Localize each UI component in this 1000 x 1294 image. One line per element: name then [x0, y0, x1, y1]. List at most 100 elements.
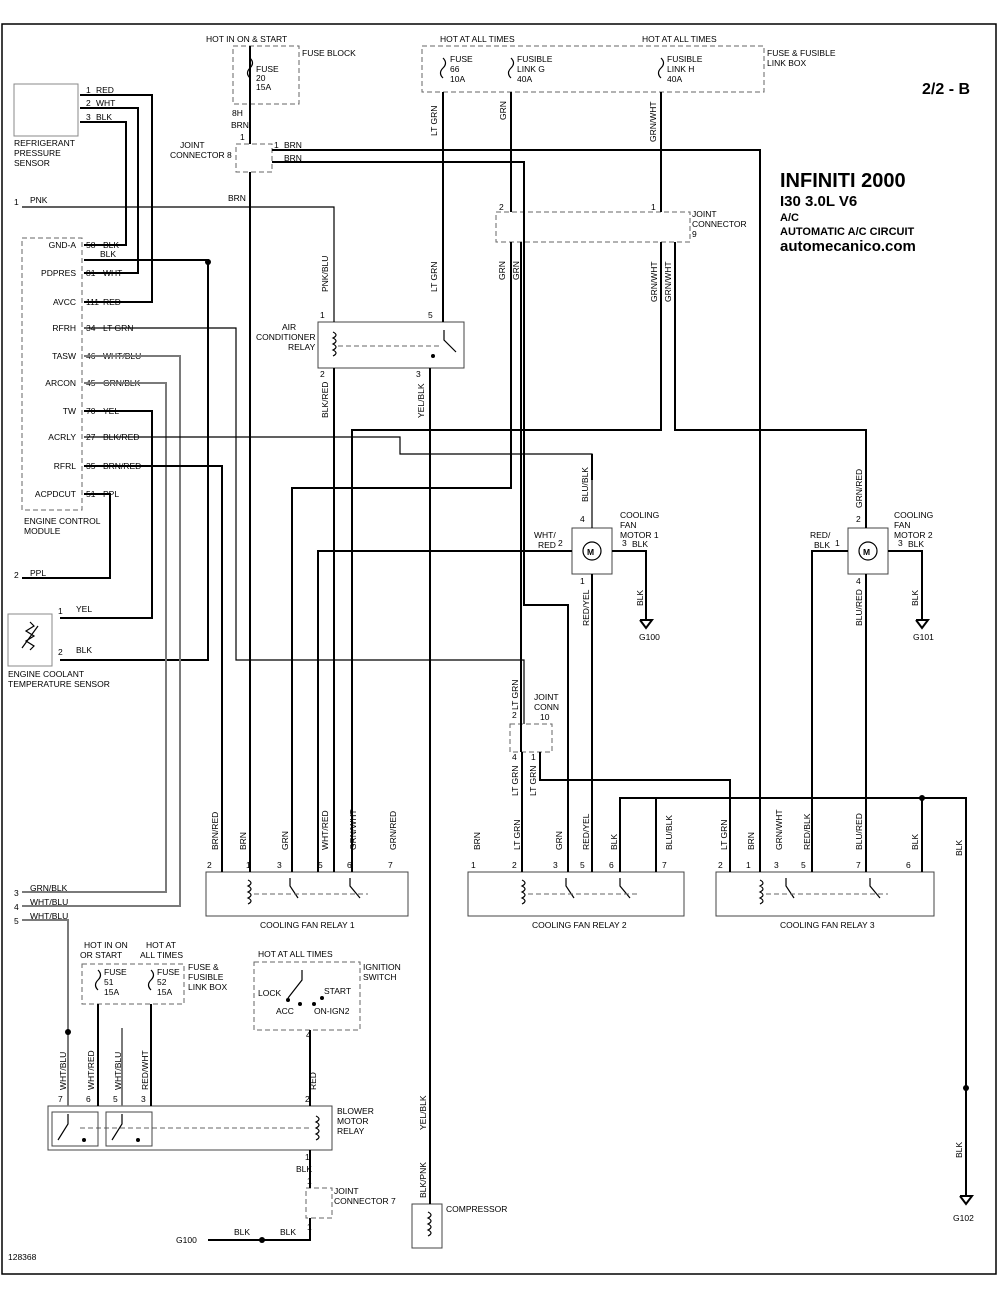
ecm-pin-name: RFRL [54, 461, 76, 471]
g100b-blk-2: BLK [280, 1227, 296, 1237]
diagram-frame [1, 23, 997, 1275]
fuse-51-amps: 15A [104, 987, 119, 997]
blkred-relay: BLK/RED [320, 382, 330, 418]
j10-pin-4: 4 [512, 752, 517, 762]
fuse-block [232, 45, 300, 105]
r2-pin-1: 1 [471, 860, 476, 870]
grnred-m2: GRN/RED [854, 469, 864, 508]
m1-pin-3: 3 [622, 538, 627, 548]
m1-blk: BLK [632, 539, 648, 549]
fan-motor-2-m: M [863, 547, 870, 557]
ground-g101-label: G101 [913, 632, 934, 642]
r2-pin-3: 3 [553, 860, 558, 870]
title-site: automecanico.com [780, 238, 916, 255]
ll-pin-5: 5 [14, 916, 19, 926]
r2-pin-5: 5 [580, 860, 585, 870]
ecm-pin-name: TASW [52, 351, 76, 361]
relay-pin-numbers: 2 1 3 5 6 7 1 2 3 5 6 7 2 1 3 5 7 6 [207, 860, 911, 870]
acr-label-2: CONDITIONER [256, 332, 316, 342]
r3-pin-5: 5 [801, 860, 806, 870]
pnkblu-label: PNK/BLU [320, 256, 330, 292]
blk-g100: BLK [635, 590, 645, 606]
ecm-pin-name: ARCON [45, 378, 76, 388]
ign-switch-arm-icon [287, 970, 303, 999]
joint-connector-8 [235, 143, 273, 173]
ltgrn-j10-b: LT GRN [510, 766, 520, 796]
rps-pin-3: 3 [86, 112, 91, 122]
fan-motor-1-m: M [587, 547, 594, 557]
r3-pin-6: 6 [906, 860, 911, 870]
cfr1-coil-icon [246, 879, 252, 905]
ffl-box-label-2: LINK BOX [767, 58, 807, 68]
fan-motor-1-icon [582, 541, 602, 561]
blk-g102-bot: BLK [954, 1142, 964, 1158]
r3-blured: BLU/RED [854, 813, 864, 850]
ecm-pin-name: ACPDCUT [35, 489, 76, 499]
ign-label-2: SWITCH [363, 972, 397, 982]
ign-lock: LOCK [258, 988, 281, 998]
cfr2-switch-b-icon [619, 878, 631, 899]
ign-on: ON-IGN2 [314, 1006, 350, 1016]
m1-label-1: COOLING [620, 510, 659, 520]
bmr-switch-a [51, 1111, 99, 1147]
bmr-pin-3: 3 [141, 1094, 146, 1104]
ect-label-2: TEMPERATURE SENSOR [8, 679, 110, 689]
j8-pin1b: 1 [274, 140, 279, 150]
m2-label-1: COOLING [894, 510, 933, 520]
ect-pin-1: 1 [58, 606, 63, 616]
lower-hot-on-1: HOT IN ON [84, 940, 128, 950]
ecm-pin-name: RFRH [52, 323, 76, 333]
cooling-fan-relay-2 [467, 871, 685, 917]
j9-pin-1: 1 [651, 202, 656, 212]
rps-label-3: SENSOR [14, 158, 50, 168]
ll-pin-3: 3 [14, 888, 19, 898]
m1-whtred-2: RED [538, 540, 556, 550]
joint-connector-10 [509, 723, 553, 753]
ltgrn-j10: LT GRN [510, 680, 520, 710]
lower-hot-on-2: OR START [80, 950, 122, 960]
r3-pin-2: 2 [718, 860, 723, 870]
r2-pin-7: 7 [662, 860, 667, 870]
ign-contact-acc [298, 1002, 302, 1006]
cfr1-switch-a-icon [289, 878, 299, 899]
lower-hot-at-1: HOT AT [146, 940, 176, 950]
ltgrn-j10-c: LT GRN [528, 766, 538, 796]
bmr-label-2: MOTOR [337, 1116, 368, 1126]
fuse-block-label: FUSE BLOCK [302, 48, 356, 58]
lower-box-label-2: FUSIBLE [188, 972, 224, 982]
j9-label-2: CONNECTOR [692, 219, 747, 229]
acr-coil-icon [331, 331, 337, 357]
r2-redyel: RED/YEL [581, 813, 591, 850]
bmr-pin-1: 1 [305, 1152, 310, 1162]
r3-pin-1: 1 [746, 860, 751, 870]
lower-hot-at-2: ALL TIMES [140, 950, 183, 960]
fuse-fusible-link-box [421, 45, 765, 93]
m2-redblk-2: BLK [814, 540, 830, 550]
ect-label-1: ENGINE COOLANT [8, 669, 84, 679]
ect-wire-blk: BLK [76, 645, 92, 655]
bmr-whtblu-2: WHT/BLU [113, 1052, 123, 1090]
bmr-contact-b [136, 1138, 140, 1142]
wiring [22, 46, 974, 1243]
fan-motor-2-icon [858, 541, 878, 561]
g100b-blk-1: BLK [234, 1227, 250, 1237]
ecm-gnd-blk2: BLK [100, 249, 116, 259]
acr-pin-1: 1 [320, 310, 325, 320]
yelblk-relay: YEL/BLK [416, 383, 426, 418]
fuse-51-num: 51 [104, 977, 114, 987]
blk-g102-top: BLK [954, 840, 964, 856]
fuse-66-icon [439, 57, 447, 79]
grnwht-top: GRN/WHT [648, 101, 658, 142]
comp-blkpnk: BLK/PNK [418, 1162, 428, 1198]
ground-g100b-label: G100 [176, 1235, 197, 1245]
hot-all-times-1-label: HOT AT ALL TIMES [440, 34, 515, 44]
grnwht-j9-2: GRN/WHT [663, 261, 673, 302]
r1-pin-6: 6 [347, 860, 352, 870]
j8-label-2: CONNECTOR 8 [170, 150, 232, 160]
ll-whtblu: WHT/BLU [30, 897, 68, 907]
fuse-51-icon [94, 969, 102, 991]
r1-pin-3: 3 [277, 860, 282, 870]
cfr3-label: COOLING FAN RELAY 3 [780, 920, 875, 930]
